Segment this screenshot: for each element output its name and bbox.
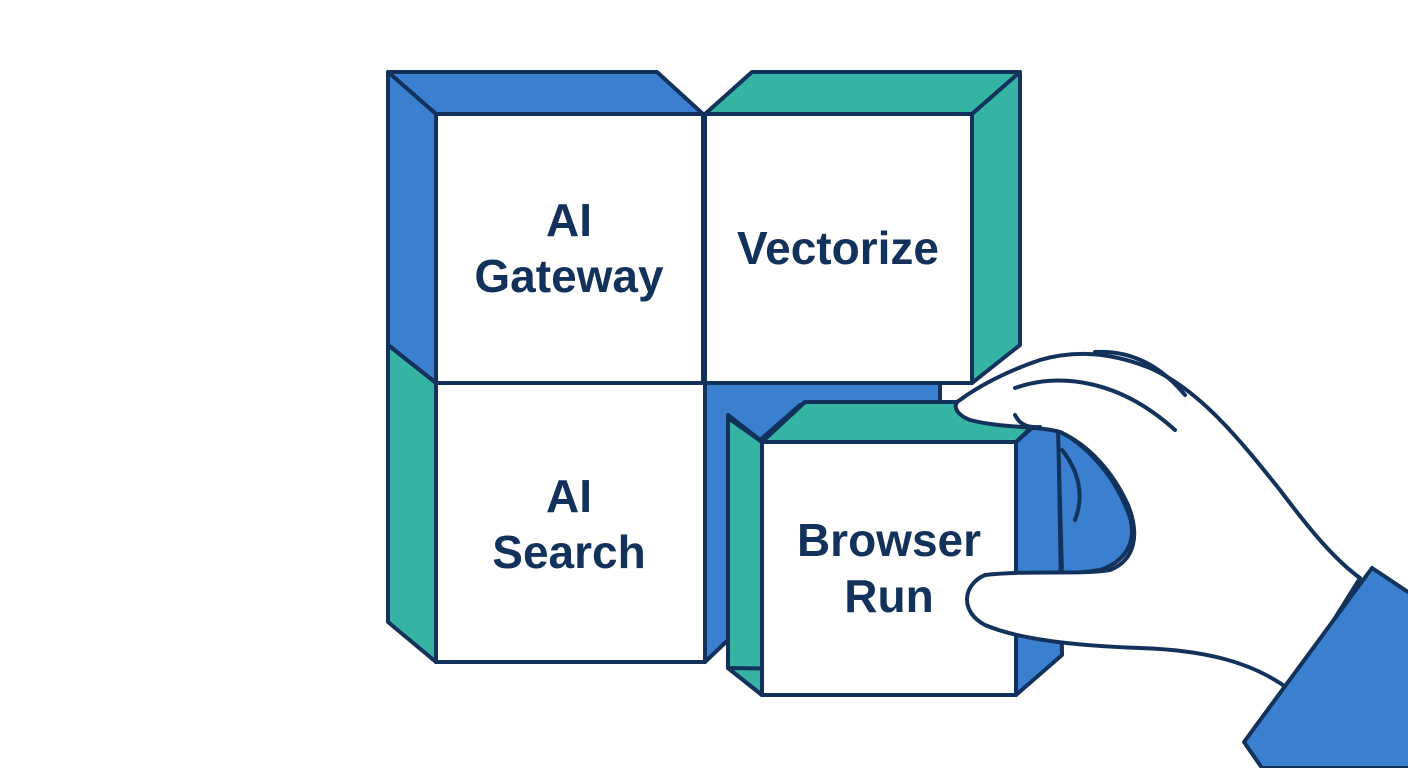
hand-icon — [953, 349, 1362, 692]
block-label-line-1: AI — [546, 470, 592, 522]
finger-line-2 — [1093, 349, 1187, 397]
block-browser-run: Browser Run — [726, 400, 1064, 697]
bevel-top — [703, 70, 1022, 116]
finger-line-3 — [1060, 448, 1082, 522]
block-face — [434, 112, 705, 385]
bevel-left — [386, 343, 438, 664]
bevel-right — [1014, 403, 1064, 697]
thumb-nail — [1013, 413, 1042, 430]
block-ai-search: AI Search — [386, 343, 707, 664]
block-face — [760, 440, 1018, 697]
block-label-line-2: Gateway — [474, 250, 664, 302]
block-vectorize: Vectorize — [703, 70, 1022, 385]
block-face — [434, 381, 707, 664]
block-label-line-2: Search — [492, 526, 645, 578]
block-label-line-2: Run — [844, 570, 933, 622]
block-ai-gateway: AI Gateway — [386, 70, 705, 385]
bevel-right — [970, 70, 1022, 385]
bevel-left — [386, 70, 438, 385]
hand-palm — [953, 351, 1362, 692]
sleeve — [1242, 566, 1408, 768]
block-label-line-1: Browser — [797, 514, 981, 566]
block-face — [703, 112, 974, 385]
bevel-top — [386, 70, 705, 116]
block-label-line-1: AI — [546, 194, 592, 246]
finger-line-1 — [1013, 378, 1177, 432]
bevel-left — [726, 416, 764, 697]
block-label-line-1: Vectorize — [737, 222, 939, 274]
